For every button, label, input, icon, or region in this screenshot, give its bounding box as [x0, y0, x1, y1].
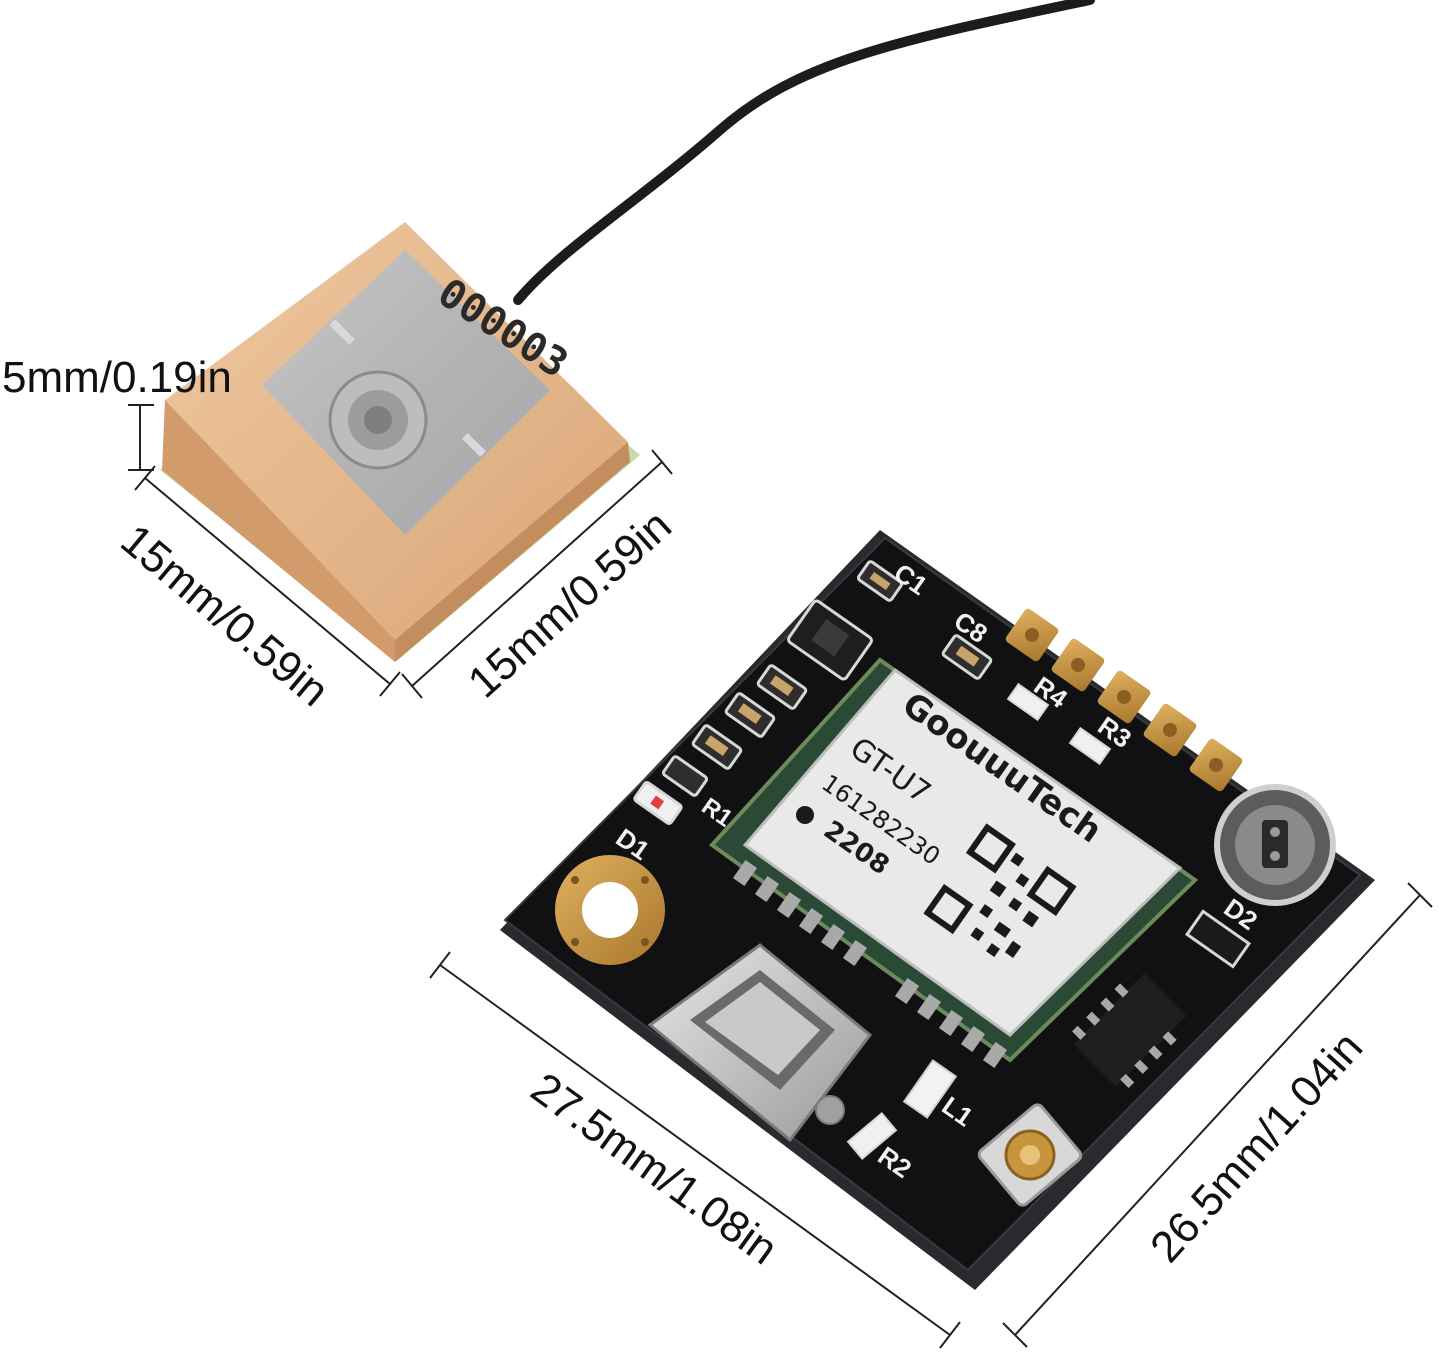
- backup-battery: [1214, 784, 1336, 906]
- diode-d2: [1184, 909, 1252, 969]
- mounting-hole: [555, 855, 665, 965]
- smd-components: [633, 560, 1112, 825]
- ic-chip: [1072, 973, 1187, 1088]
- gps-module-shield: [742, 667, 1183, 1037]
- ipex-connector: [977, 1103, 1083, 1207]
- module-qr-code: [923, 823, 1077, 977]
- inductor-l1: [902, 1059, 958, 1119]
- module-pin1-dot: [796, 806, 814, 824]
- patch-antenna: 000003: [160, 222, 640, 662]
- micro-usb-port: [647, 943, 873, 1143]
- antenna-cable: [513, 0, 1095, 305]
- resistor-r2: [846, 1112, 898, 1160]
- antenna-thickness-label: 5mm/0.19in: [2, 353, 232, 402]
- gps-board: C1 C8 R4 R3 R1 D1 D2 L1 R2 GoouuuTech GT: [500, 530, 1375, 1290]
- antenna-thickness-dimension: 5mm/0.19in: [2, 353, 232, 471]
- header-pads: [1005, 608, 1243, 792]
- module-pins: [732, 859, 1008, 1069]
